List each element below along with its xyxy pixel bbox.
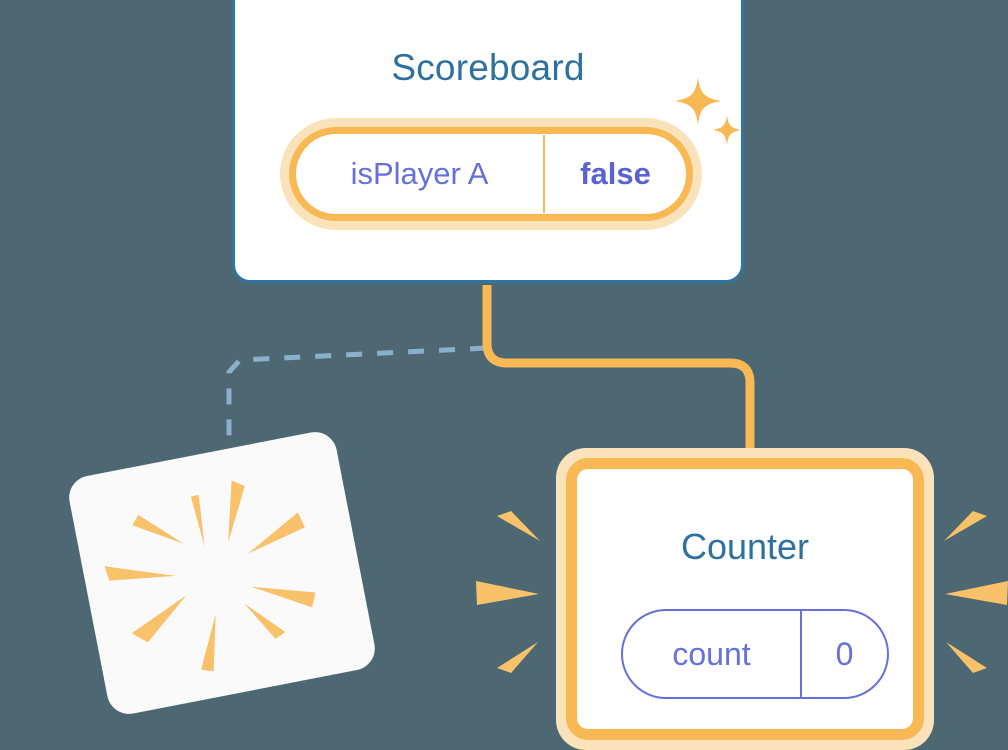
sparkle-icon-small (713, 115, 741, 145)
scoreboard-state-key: isPlayer A (350, 156, 489, 191)
burst-ray-se (251, 586, 316, 608)
burst-ray-s (201, 613, 216, 672)
connector-solid-to-counter (482, 285, 755, 462)
burst-ray-nw (132, 514, 184, 544)
burst-ray-ne (228, 480, 245, 543)
scoreboard-title: Scoreboard (391, 47, 585, 88)
sparkle-icon-group (675, 77, 741, 145)
burst-ray-left-mid (476, 581, 539, 605)
scoreboard-state-divider (543, 135, 545, 213)
burst-ray-sse (244, 603, 286, 639)
blank-rotated-card[interactable] (65, 428, 379, 718)
counter-state-key: count (672, 635, 751, 672)
scoreboard-state-value: false (580, 156, 651, 191)
counter-card[interactable]: Counter count 0 (556, 448, 934, 750)
burst-ray-left-bottom (497, 642, 538, 673)
scoreboard-state-pill-inner: isPlayer A false (289, 127, 693, 221)
counter-state-divider (800, 611, 802, 697)
burst-ray-right-mid (945, 581, 1008, 605)
burst-ray-sw (131, 595, 187, 643)
burst-icon-group-counter-left (476, 511, 540, 673)
sparkle-icon-large (675, 77, 721, 125)
counter-title: Counter (680, 526, 810, 567)
burst-ray-w (104, 566, 176, 581)
burst-ray-n (190, 495, 205, 547)
counter-state-pill[interactable]: count 0 (621, 609, 889, 699)
burst-ray-right-top (944, 511, 987, 541)
burst-ray-e (247, 512, 305, 554)
counter-card-inner: Counter count 0 (566, 458, 924, 740)
counter-state-value: 0 (835, 635, 854, 672)
burst-icon-group-counter-right (944, 511, 1008, 673)
scoreboard-card[interactable]: Scoreboard isPlayer A false (232, 0, 744, 283)
scoreboard-state-pill[interactable]: isPlayer A false (280, 118, 702, 230)
burst-ray-left-top (497, 511, 540, 541)
burst-icon-group-ghost (104, 480, 316, 672)
burst-ray-right-bottom (946, 642, 987, 673)
